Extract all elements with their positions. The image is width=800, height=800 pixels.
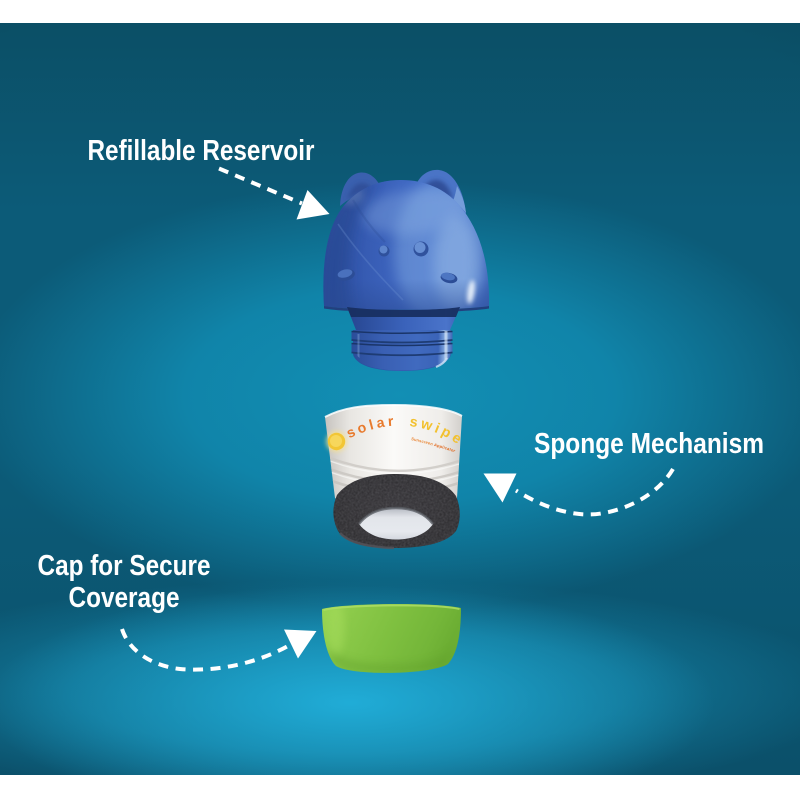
svg-text:Cap for Secure: Cap for Secure xyxy=(38,550,211,582)
svg-text:Sponge Mechanism: Sponge Mechanism xyxy=(534,428,764,460)
svg-text:Sunscreen Applicator: Sunscreen Applicator xyxy=(411,436,457,453)
svg-text:Refillable Reservoir: Refillable Reservoir xyxy=(88,135,315,167)
svg-text:Coverage: Coverage xyxy=(69,582,180,614)
